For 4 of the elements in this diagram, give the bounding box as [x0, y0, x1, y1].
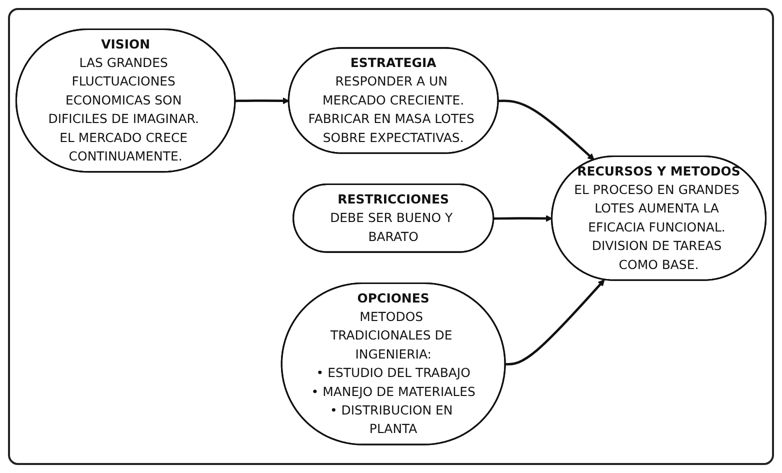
arrow [235, 97, 290, 104]
arrow [494, 214, 552, 222]
arrow [505, 279, 605, 366]
arrow [498, 99, 594, 160]
